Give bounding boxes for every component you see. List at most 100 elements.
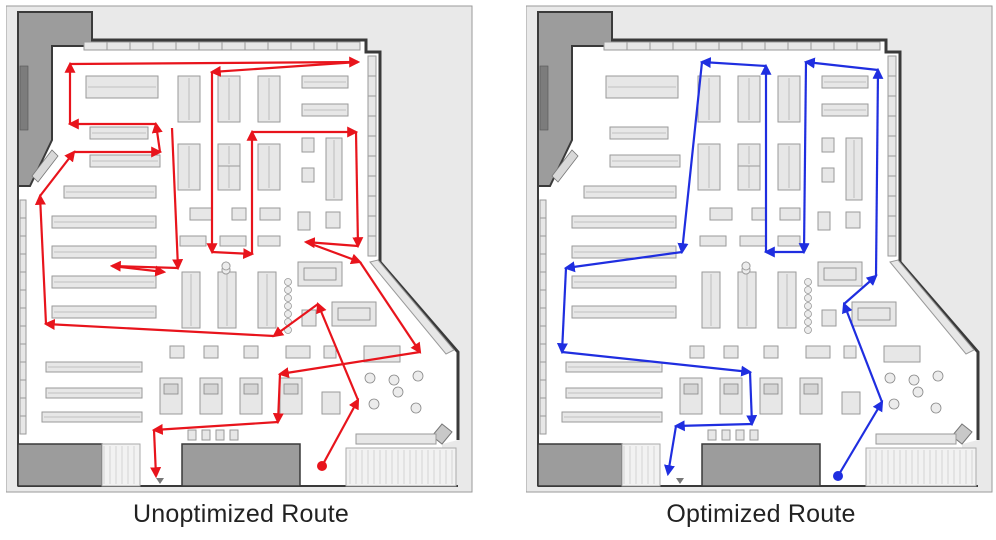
checkout-lane [199, 377, 223, 415]
display-table [763, 345, 779, 359]
wall-shelf [626, 41, 651, 51]
route-segment [563, 250, 683, 273]
caption-unoptimized: Unoptimized Route [132, 500, 349, 528]
entrance-marker [676, 478, 684, 484]
wall-shelf [19, 235, 27, 255]
route-start [833, 471, 843, 481]
restroom-fixture [707, 429, 717, 441]
restroom-fixture [749, 429, 759, 441]
wall-shelf [741, 41, 766, 51]
route-segment [673, 420, 753, 432]
route-segment [556, 267, 568, 355]
floorplan-optimized [526, 5, 993, 493]
wall-shelf [367, 95, 377, 117]
cafe-counter [875, 433, 957, 445]
route-segment [842, 301, 884, 403]
display-inner [303, 267, 337, 281]
wall-shelf [887, 175, 897, 197]
wall-shelf [887, 55, 897, 77]
restroom-fixture [229, 429, 239, 441]
route-segment [303, 237, 359, 249]
route-segment [211, 248, 255, 260]
route-segment [305, 240, 363, 265]
route-segment [843, 274, 878, 305]
wall-shelf [19, 397, 27, 417]
restroom-fixture [721, 429, 731, 441]
display-round [804, 326, 812, 334]
wall-shelf [539, 343, 547, 363]
wall-shelf [19, 271, 27, 291]
display-round [804, 294, 812, 302]
outer-wall [612, 38, 980, 440]
restroom-fixture [735, 429, 745, 441]
shelf-fixture [821, 137, 835, 153]
wall-shelf [539, 253, 547, 273]
shelf-fixture [231, 207, 247, 221]
shelf-fixture [331, 301, 377, 327]
wall-shelf [244, 41, 269, 51]
checkout-register [203, 383, 219, 395]
counter [363, 345, 401, 363]
route-segment [872, 67, 884, 277]
checkout-lane [279, 377, 303, 415]
back-room [181, 443, 301, 487]
shelf-fixture [699, 235, 727, 247]
route-segment [34, 193, 48, 325]
back-room [17, 443, 103, 487]
wall-shelf [539, 289, 547, 309]
checkout-lane [679, 377, 703, 415]
wall-shelf [129, 41, 154, 51]
wall-shelf [19, 253, 27, 273]
shelf-fixture [297, 211, 311, 231]
checkout-register [803, 383, 819, 395]
shelf-fixture [777, 235, 801, 247]
route-segment [677, 61, 704, 255]
cafe-table [392, 386, 404, 398]
route-segment [209, 60, 359, 77]
route-segment [699, 57, 767, 69]
wall-shelf [336, 41, 361, 51]
display-round [284, 310, 292, 318]
wall-shelf [367, 175, 377, 197]
wall-shelf [106, 41, 131, 51]
wall-shelf [887, 95, 897, 117]
shelf-fixture [301, 137, 315, 153]
wall-shelf [810, 41, 835, 51]
route-segment [43, 318, 275, 338]
display-round [804, 278, 812, 286]
cafe-table [908, 374, 920, 386]
display-table [689, 345, 705, 359]
wall-shelf [19, 343, 27, 363]
wall-shelf [539, 199, 547, 219]
checkout-register [723, 383, 739, 395]
shelf-fixture [821, 309, 837, 327]
wall-shelf [539, 379, 547, 399]
cafe-table [388, 374, 400, 386]
wall-shelf [887, 155, 897, 177]
shelf-fixture [817, 261, 863, 287]
wall-shelf [718, 41, 743, 51]
display-round [284, 302, 292, 310]
storage-door [551, 149, 579, 183]
panel-optimized: Optimized Route [526, 0, 996, 540]
display-table [285, 345, 311, 359]
display-table [243, 345, 259, 359]
kiosk [321, 391, 341, 415]
wall-shelf [539, 361, 547, 381]
wall-shelf [367, 135, 377, 157]
wall-shelf [367, 155, 377, 177]
back-room [701, 443, 821, 487]
wall-shelf [290, 41, 315, 51]
display-round [804, 286, 812, 294]
display-inner [857, 307, 891, 321]
wall-shelf [695, 41, 720, 51]
route-segment [277, 350, 421, 379]
display-round [284, 278, 292, 286]
cafe-table [888, 398, 900, 410]
shelf-fixture [739, 235, 767, 247]
route-start [317, 461, 327, 471]
shelf-fixture [219, 235, 247, 247]
wall-shelf [83, 41, 108, 51]
restroom-fixture [215, 429, 225, 441]
wall-shelf [19, 361, 27, 381]
